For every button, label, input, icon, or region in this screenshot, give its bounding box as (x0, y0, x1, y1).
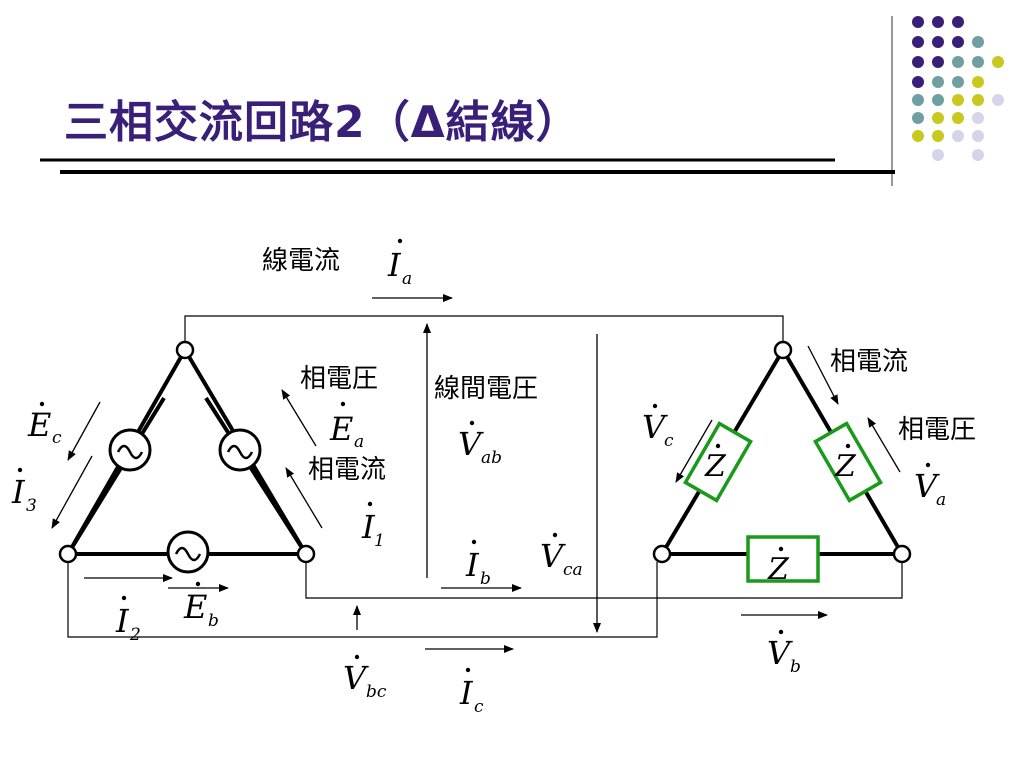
label-phase-current-source: 相電流 (308, 455, 386, 485)
symbol-Vb: V b (767, 629, 801, 677)
svg-text:b: b (790, 657, 801, 677)
svg-text:a: a (402, 269, 412, 289)
symbol-Ib: I b (465, 539, 491, 589)
symbol-Z-right: Z (834, 443, 857, 484)
svg-text:c: c (52, 428, 62, 448)
symbol-Vbc: V bc (343, 654, 387, 702)
arrows (51, 294, 901, 653)
symbol-Ic: I c (459, 667, 484, 717)
impedance-left (683, 421, 753, 503)
symbol-Z-left: Z (704, 443, 727, 484)
svg-text:I: I (459, 674, 474, 712)
symbol-Ec: E c (27, 401, 62, 448)
symbol-Ea: E a (329, 401, 364, 452)
symbol-Vc: V c (642, 403, 674, 451)
ac-source-c (108, 428, 152, 472)
svg-text:V: V (343, 659, 369, 697)
source-terminals (58, 340, 316, 564)
svg-text:c: c (474, 697, 484, 717)
svg-text:b: b (208, 611, 219, 631)
svg-text:V: V (540, 537, 566, 575)
impedance-right (813, 421, 883, 503)
label-line-voltage: 線間電圧 (434, 374, 538, 404)
title-divider (40, 16, 895, 186)
svg-text:b: b (480, 569, 491, 589)
symbol-Vca: V ca (540, 532, 583, 580)
svg-text:c: c (664, 431, 674, 451)
svg-text:2: 2 (129, 625, 141, 645)
label-phase-current-load: 相電流 (830, 347, 908, 377)
label-phase-voltage-source: 相電圧 (300, 364, 378, 394)
svg-text:I: I (11, 473, 26, 511)
svg-text:E: E (183, 588, 207, 626)
label-phase-voltage-load: 相電圧 (898, 415, 976, 445)
impedance-bottom (746, 535, 820, 583)
svg-text:bc: bc (366, 682, 387, 702)
load-delta-edges (660, 348, 904, 556)
svg-text:V: V (642, 408, 668, 446)
label-line-current: 線電流 (262, 246, 340, 276)
svg-text:a: a (354, 432, 364, 452)
ac-source-b (166, 530, 210, 574)
svg-text:V: V (767, 634, 793, 672)
svg-text:I: I (465, 546, 480, 584)
decorative-dot-grid (912, 16, 1004, 161)
page-title: 三相交流回路2（Δ結線） (64, 97, 581, 148)
svg-text:V: V (914, 467, 940, 505)
line-wires (67, 315, 903, 638)
symbol-Vab: V ab (458, 420, 502, 468)
symbol-Ia: I a (387, 238, 412, 289)
symbol-Eb: E b (183, 581, 219, 631)
svg-text:I: I (387, 246, 402, 284)
svg-text:I: I (361, 508, 376, 546)
svg-text:I: I (115, 602, 130, 640)
symbol-Z-bottom: Z (767, 546, 790, 587)
svg-text:3: 3 (26, 496, 37, 516)
svg-text:ab: ab (481, 448, 502, 468)
svg-text:Z: Z (767, 552, 790, 587)
symbol-I3: I 3 (11, 467, 37, 516)
svg-text:Z: Z (834, 449, 857, 484)
svg-text:Z: Z (704, 449, 727, 484)
symbol-I2: I 2 (115, 595, 141, 645)
svg-text:1: 1 (374, 531, 385, 551)
source-delta-edges (66, 348, 308, 556)
svg-text:E: E (329, 410, 353, 448)
symbol-I1: I 1 (361, 501, 385, 551)
svg-text:V: V (458, 425, 484, 463)
svg-text:E: E (27, 406, 51, 444)
ac-source-a (218, 428, 262, 472)
svg-text:a: a (936, 490, 946, 510)
svg-text:ca: ca (563, 560, 583, 580)
symbol-Va: V a (914, 462, 946, 510)
